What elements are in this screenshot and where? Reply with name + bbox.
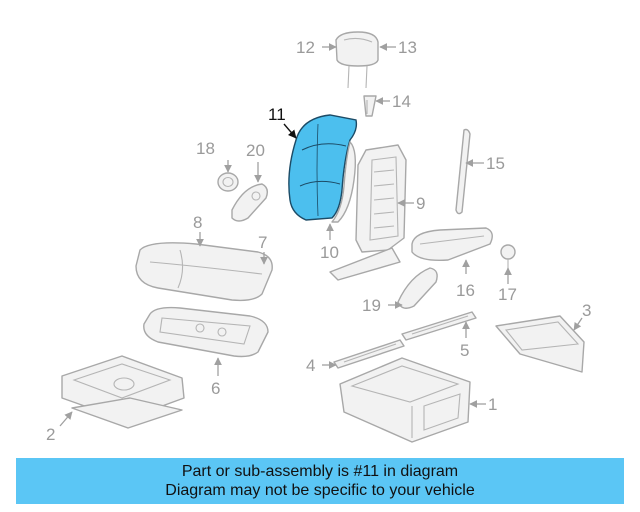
part-side-cover[interactable]	[397, 267, 438, 309]
part-seat-base[interactable]	[61, 355, 185, 429]
callout-13: 13	[398, 38, 417, 57]
callout-11-highlighted: 11	[268, 105, 286, 124]
part-slide-rail-upper[interactable]	[401, 311, 477, 341]
part-cushion-frame[interactable]	[143, 306, 269, 358]
callout-7: 7	[258, 233, 267, 252]
leader-lines	[59, 43, 583, 427]
part-seat-back-pad-highlighted[interactable]	[288, 114, 358, 221]
part-seat-back-frame-panel[interactable]	[331, 141, 357, 223]
callout-15: 15	[486, 154, 505, 173]
banner-line-part: Part or sub-assembly is #11 in diagram	[181, 463, 459, 480]
banner-line-disclaimer: Diagram may not be specific to your vehi…	[165, 482, 475, 499]
callout-labels: 12 13 14 15 9 10 11 18 20 8 7 6 2 16 17 …	[46, 38, 591, 444]
part-armrest[interactable]	[411, 227, 493, 262]
callout-8: 8	[193, 213, 202, 232]
callout-17: 17	[498, 285, 517, 304]
part-seat-cushion[interactable]	[135, 242, 273, 302]
callout-5: 5	[460, 341, 469, 360]
callout-6: 6	[211, 379, 220, 398]
callout-9: 9	[416, 194, 425, 213]
part-recliner-cover[interactable]	[231, 183, 269, 222]
callout-10: 10	[320, 243, 339, 262]
callout-1: 1	[488, 395, 497, 414]
part-seat-back-frame[interactable]	[329, 144, 407, 281]
callout-2: 2	[46, 425, 55, 444]
part-tray[interactable]	[495, 315, 585, 373]
part-headrest-guide[interactable]	[363, 95, 377, 117]
info-banner: Part or sub-assembly is #11 in diagram D…	[16, 458, 624, 504]
callout-12: 12	[296, 38, 315, 57]
callout-18: 18	[196, 139, 215, 158]
part-trim-strip[interactable]	[455, 128, 471, 215]
callout-14: 14	[392, 92, 411, 111]
part-headrest[interactable]	[335, 31, 379, 89]
callout-20: 20	[246, 141, 265, 160]
part-clip[interactable]	[500, 244, 516, 268]
callout-4: 4	[306, 356, 315, 375]
callout-3: 3	[582, 301, 591, 320]
callout-19: 19	[362, 296, 381, 315]
callout-16: 16	[456, 281, 475, 300]
part-storage-box[interactable]	[339, 357, 471, 443]
seat-parts-diagram: 12 13 14 15 9 10 11 18 20 8 7 6 2 16 17 …	[46, 31, 591, 444]
part-recliner-knob[interactable]	[217, 172, 239, 192]
